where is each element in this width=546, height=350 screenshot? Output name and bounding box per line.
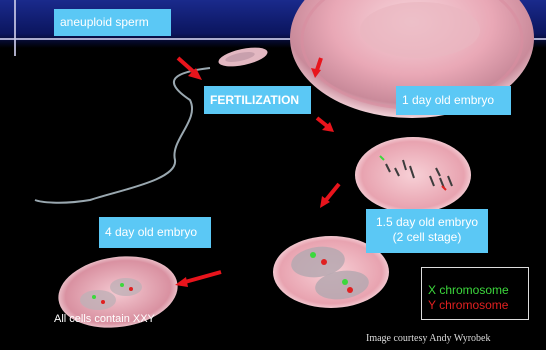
embryo-1-day-label: 1 day old embryo xyxy=(396,86,511,115)
arrow-to-1-5-day xyxy=(317,118,334,132)
legend-x-chromosome: X chromosome xyxy=(428,283,528,298)
embryo-1-5-day-image xyxy=(355,137,471,213)
embryo-1-5-day-label: 1.5 day old embryo (2 cell stage) xyxy=(366,209,488,253)
embryo-1-5-day-label-line2: (2 cell stage) xyxy=(372,230,482,245)
arrow-to-4-day xyxy=(175,272,221,287)
embryo-4-day-label: 4 day old embryo xyxy=(99,217,211,248)
chromosome-legend: X chromosome Y chromosome xyxy=(421,267,529,320)
fertilization-label: FERTILIZATION xyxy=(204,86,311,114)
embryo-1-5-day-label-line1: 1.5 day old embryo xyxy=(372,215,482,230)
arrow-to-2-cell xyxy=(320,184,339,208)
aneuploid-sperm-label: aneuploid sperm xyxy=(54,9,171,36)
legend-y-chromosome: Y chromosome xyxy=(428,298,528,313)
image-credit: Image courtesy Andy Wyrobek xyxy=(366,333,490,344)
sperm-image xyxy=(35,44,269,203)
xxy-caption: All cells contain XXY xyxy=(54,313,155,325)
